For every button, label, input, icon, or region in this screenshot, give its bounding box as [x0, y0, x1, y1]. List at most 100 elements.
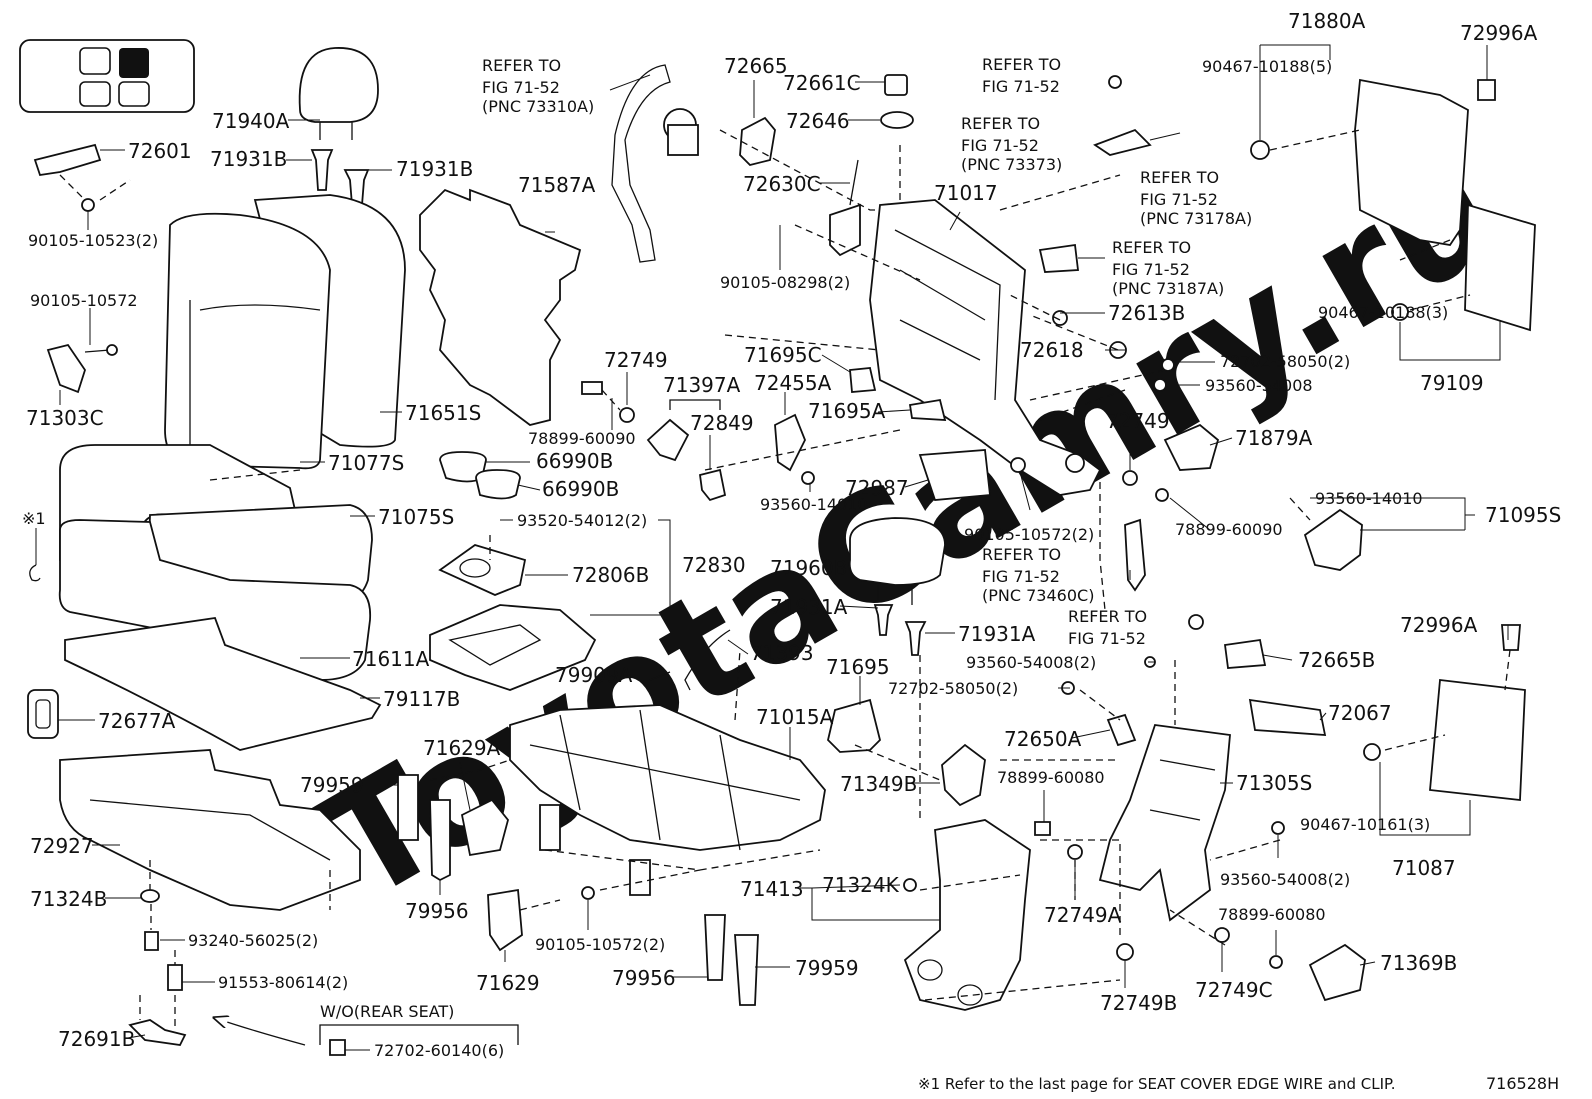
part-label: 72665	[724, 54, 788, 78]
part-label: 71393	[750, 641, 814, 665]
part-label: 72613B	[1108, 301, 1185, 325]
cover-72665b-drawing	[1223, 638, 1267, 669]
part-label: 72749C	[1195, 978, 1273, 1002]
part-label: 72996A	[1400, 613, 1478, 637]
part-label: 71095S	[1485, 503, 1561, 527]
part-label: 93520-54012(2)	[517, 511, 647, 530]
part-label: 79956	[405, 899, 469, 923]
svg-text:(PNC 73373): (PNC 73373)	[961, 155, 1062, 174]
cover-71879a-drawing	[1163, 423, 1220, 471]
part-label: 71349B	[840, 772, 917, 796]
part-label: 93240-56025(2)	[188, 931, 318, 950]
rear-panel-71087-drawing	[1363, 624, 1526, 802]
cushion-pad-drawing	[58, 519, 372, 686]
leader-lines	[35, 44, 1509, 1051]
svg-text:FIG 71-52: FIG 71-52	[982, 567, 1060, 586]
part-label: 79959	[795, 956, 859, 980]
seat-position-locator-icon	[19, 39, 195, 113]
refer-block-2: REFER TO FIG 71-52	[982, 55, 1061, 96]
svg-text:REFER TO: REFER TO	[961, 114, 1040, 133]
svg-text:FIG 71-52: FIG 71-52	[961, 136, 1039, 155]
arrow-icon	[215, 1018, 306, 1046]
part-label: 78899-60090	[1175, 520, 1283, 539]
part-label: 71324K	[822, 873, 900, 897]
part-label: 72927	[30, 834, 94, 858]
part-label: 71611A	[352, 647, 430, 671]
svg-text:REFER TO: REFER TO	[482, 56, 561, 75]
mat-drawing	[64, 617, 382, 751]
fasteners-lower-left-drawing	[140, 860, 183, 991]
part-label: 71931B	[396, 157, 473, 181]
part-label: 90467-10161(3)	[1300, 815, 1430, 834]
part-label: 79117B	[383, 687, 460, 711]
tray-drawing	[59, 749, 361, 911]
footnote-text: ※1 Refer to the last page for SEAT COVER…	[918, 1075, 1395, 1093]
part-label: 90105-08298(2)	[720, 273, 850, 292]
part-label: 71015A	[756, 705, 834, 729]
part-label: 71931B	[210, 147, 287, 171]
refer-block-4: REFER TO FIG 71-52 (PNC 73178A)	[1140, 168, 1252, 228]
armrest-tray-drawing	[429, 535, 597, 691]
svg-text:FIG 71-52: FIG 71-52	[1112, 260, 1190, 279]
part-label: 79956	[612, 966, 676, 990]
part-label: 72702-60140(6)	[374, 1041, 504, 1060]
bracket-drawing	[33, 143, 102, 212]
part-label: 71303C	[26, 406, 104, 430]
svg-text:REFER TO: REFER TO	[1112, 238, 1191, 257]
part-label: 78899-60090	[528, 429, 636, 448]
part-label: 71587A	[518, 173, 596, 197]
part-label: 72849	[690, 411, 754, 435]
lock-72630c-drawing	[829, 159, 861, 257]
part-label: 78899-60080	[997, 768, 1105, 787]
refer-block-7: REFER TO FIG 71-52	[1068, 607, 1147, 648]
svg-text:REFER TO: REFER TO	[982, 55, 1061, 74]
refer-block-6: REFER TO FIG 71-52 (PNC 73460C)	[982, 545, 1094, 605]
part-label: 71960B	[770, 556, 847, 580]
part-label: 90105-10523(2)	[28, 231, 158, 250]
part-label: 90105-10572(2)	[535, 935, 665, 954]
part-label: 71931A	[770, 595, 848, 619]
diagram-id: 716528H	[1486, 1074, 1559, 1093]
part-label: 71931A	[958, 622, 1036, 646]
svg-text:FIG 71-52: FIG 71-52	[1140, 190, 1218, 209]
part-label: 90467-10188(5)	[1202, 57, 1332, 76]
svg-text:REFER TO: REFER TO	[982, 545, 1061, 564]
part-label: 72618	[1020, 338, 1084, 362]
cover-72665-drawing	[739, 74, 914, 166]
part-labels: 71940A 72601 71931B 71931B 90105-10523(2…	[26, 9, 1561, 1060]
covers-lower-middle-drawing	[397, 774, 759, 1006]
part-label: 90467-10188(3)	[1318, 303, 1448, 322]
part-label: 71017	[934, 181, 998, 205]
part-label: 72749	[1106, 409, 1170, 433]
part-label: 79109	[1420, 371, 1484, 395]
handle-72067-drawing	[1248, 698, 1327, 736]
seat-belt-drawing	[611, 64, 699, 263]
seat-cushion-frame-drawing	[509, 704, 826, 896]
bracket-71695-drawing	[827, 698, 881, 753]
part-label: 72630C	[743, 172, 821, 196]
svg-text:REFER TO: REFER TO	[1068, 607, 1147, 626]
part-label: 71695	[826, 655, 890, 679]
part-label: 72646	[786, 109, 850, 133]
part-label: 72806B	[572, 563, 649, 587]
svg-text:REFER TO: REFER TO	[1140, 168, 1219, 187]
part-label: 72749A	[1044, 903, 1122, 927]
rear-panel-71880a-drawing	[1250, 78, 1496, 246]
wire-71393-drawing	[649, 629, 731, 691]
svg-text:FIG 71-52: FIG 71-52	[482, 78, 560, 97]
part-label: 71324B	[30, 887, 107, 911]
seat-back-frame-drawing	[869, 199, 1102, 496]
svg-text:(PNC 73187A): (PNC 73187A)	[1112, 279, 1224, 298]
group-box	[319, 1024, 519, 1056]
part-label: 72677A	[98, 709, 176, 733]
cover-71095s-drawing	[1303, 508, 1363, 571]
part-label: 71305S	[1236, 771, 1312, 795]
seat-back-drawing	[164, 194, 406, 470]
part-label: 72601	[128, 139, 192, 163]
bracket-71303c-drawing	[46, 343, 118, 394]
part-label: 93560-14010	[1315, 489, 1423, 508]
cover-71369b-drawing	[1308, 943, 1366, 1002]
part-label: 71629A	[423, 736, 501, 760]
refer-block-5: REFER TO FIG 71-52 (PNC 73187A)	[1112, 238, 1224, 298]
